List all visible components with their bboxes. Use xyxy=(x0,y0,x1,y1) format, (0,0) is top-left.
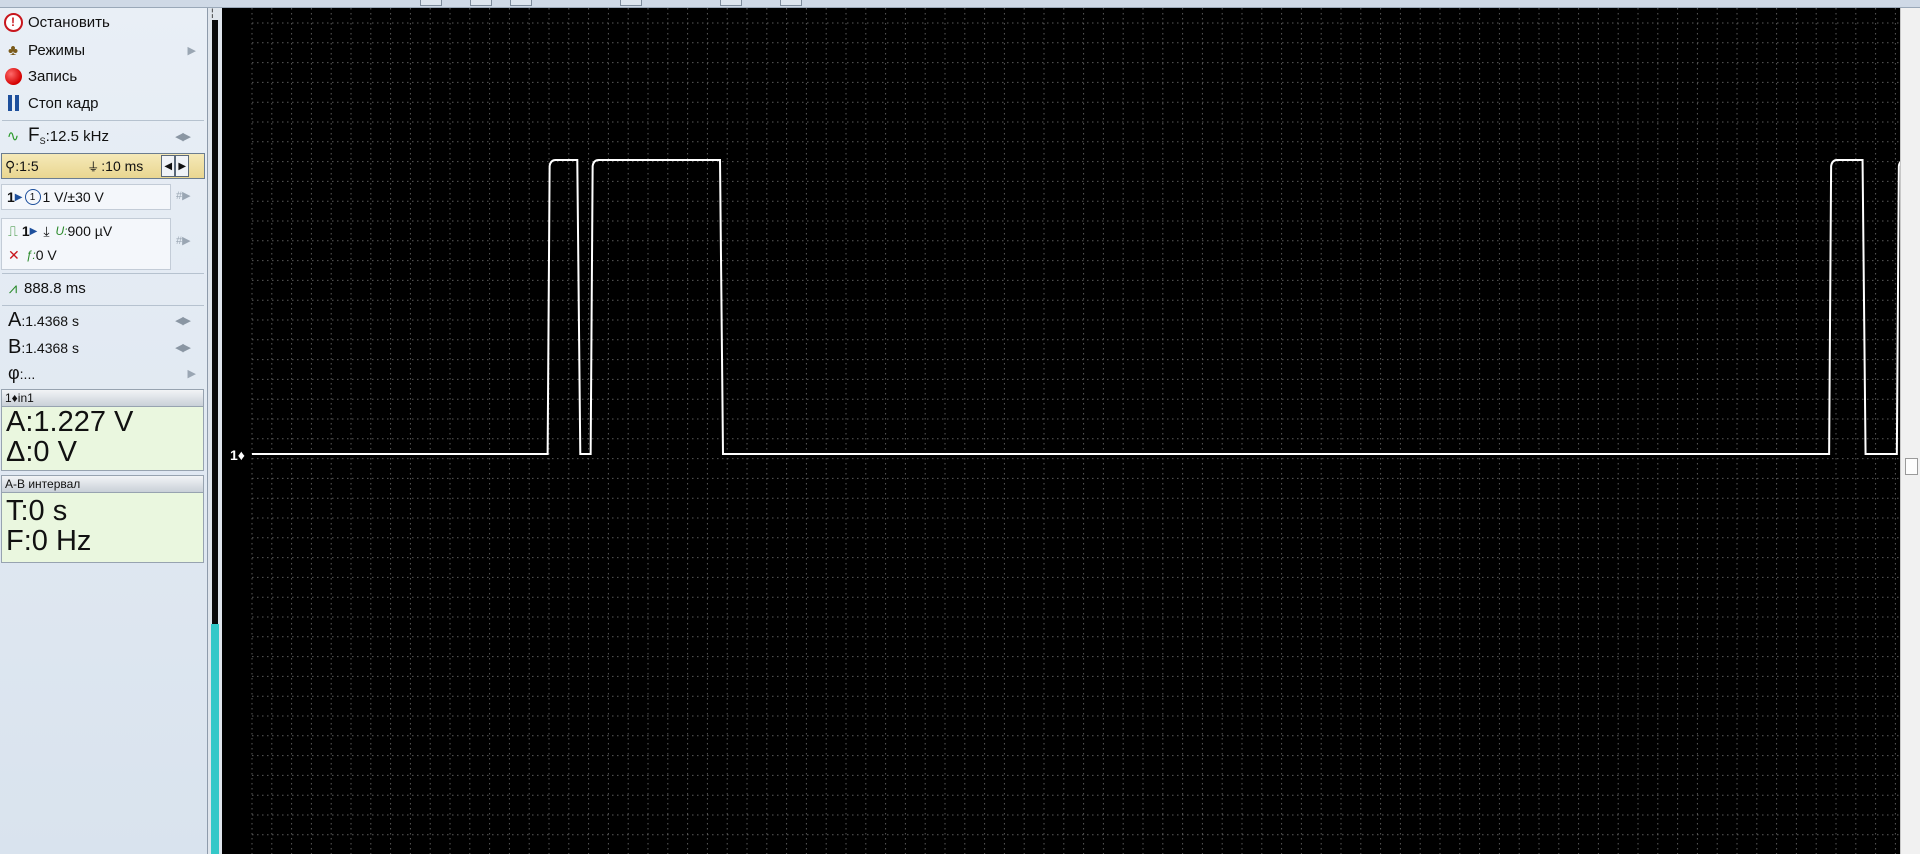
spin-arrows-icon[interactable]: ◀▶ xyxy=(175,130,191,143)
interval-t-value: T:0 s xyxy=(6,495,68,527)
zoom-timebase-control[interactable]: ⚲ :1:5 ⏚ :10 ms ◀ ▶ xyxy=(1,153,205,179)
channel-number: 1 xyxy=(7,189,15,205)
trigger-mode-icon: ✕ xyxy=(8,246,20,263)
trigger-settings[interactable]: ⎍ 1 ▶ ⤓ U: 900 µV ✕ ƒ: 0 V xyxy=(1,218,171,270)
measure-panel: A:1.227 V Δ:0 V xyxy=(1,407,204,471)
top-toolbar-strip xyxy=(0,0,1920,8)
scroller-marker: ¦ xyxy=(211,8,214,19)
trigger-spin-icon[interactable]: #▶ xyxy=(176,235,191,247)
period-icon: ⩘ xyxy=(8,279,18,297)
divider xyxy=(2,273,204,274)
side-scroller[interactable]: ¦ xyxy=(208,8,222,854)
trigger-level: 900 µV xyxy=(67,223,113,239)
modes-label: Режимы xyxy=(28,41,86,59)
zoom-ratio: :1:5 xyxy=(15,158,39,174)
trigger-slope-icon: ⤓ xyxy=(43,222,50,239)
record-icon xyxy=(4,67,22,85)
channel-arrow-icon: ▶ xyxy=(14,191,23,203)
right-scrollbar[interactable] xyxy=(1900,8,1920,854)
spin-arrows-icon[interactable]: ◀▶ xyxy=(175,315,191,327)
freeze-label: Стоп кадр xyxy=(28,94,99,112)
submenu-arrow-icon: ▶ xyxy=(187,44,196,57)
trigger-channel: 1 xyxy=(21,223,30,239)
trigger-offset: 0 V xyxy=(35,247,57,263)
divider xyxy=(2,120,204,121)
signal-trace xyxy=(252,159,1900,455)
modes-icon: ♣ xyxy=(8,41,18,59)
toolbar-button[interactable] xyxy=(720,0,742,6)
divider xyxy=(2,305,204,306)
scrollbar-thumb[interactable] xyxy=(1905,458,1918,475)
period-value: 888.8 ms xyxy=(24,279,86,297)
cursor-a-control[interactable]: A :1.4368 s ◀▶ xyxy=(2,309,204,332)
toolbar-button[interactable] xyxy=(420,0,442,6)
zoom-icon: ⚲ xyxy=(5,157,16,174)
cursor-a-value: :1.4368 s xyxy=(21,312,79,329)
stop-button[interactable]: ! Остановить xyxy=(2,12,204,32)
toolbar-button[interactable] xyxy=(780,0,802,6)
phase-label: φ xyxy=(8,363,20,383)
toolbar-button[interactable] xyxy=(470,0,492,6)
sampling-sub: S xyxy=(39,136,46,146)
toolbar-button[interactable] xyxy=(620,0,642,6)
trigger-edge-icon: ⎍ xyxy=(8,222,18,239)
channel-spin-icon[interactable]: #▶ xyxy=(176,190,191,202)
channel-settings[interactable]: 1 ▶ 1 1 V/±30 V xyxy=(1,184,171,210)
period-readout[interactable]: ⩘ 888.8 ms xyxy=(2,278,204,298)
cursor-b-label: B xyxy=(8,336,22,358)
cursor-b-control[interactable]: B :1.4368 s ◀▶ xyxy=(2,336,204,359)
spin-arrows-icon[interactable]: ◀▶ xyxy=(175,342,191,354)
scroller-track xyxy=(212,20,218,624)
channel-circle-icon: 1 xyxy=(24,189,41,205)
submenu-arrow-icon: ▶ xyxy=(187,368,196,380)
measure-delta-value: Δ:0 V xyxy=(6,436,77,468)
grid xyxy=(251,8,1900,854)
phase-control[interactable]: φ :... ▶ xyxy=(2,363,204,384)
measure-a-value: A:1.227 V xyxy=(6,406,134,438)
stop-icon: ! xyxy=(3,12,23,32)
sampling-value: :12.5 kHz xyxy=(45,127,109,145)
freeze-frame-button[interactable]: Стоп кадр xyxy=(2,93,204,113)
modes-menu[interactable]: ♣ Режимы ▶ xyxy=(2,40,204,60)
phase-value: :... xyxy=(19,365,36,382)
oscilloscope-display[interactable]: 1♦ xyxy=(222,8,1900,854)
timebase-value: :10 ms xyxy=(101,158,144,174)
trigger-arrow-icon: ▶ xyxy=(29,225,38,237)
channel-value: 1 V/±30 V xyxy=(42,189,104,205)
stop-label: Остановить xyxy=(28,13,110,31)
pause-icon xyxy=(7,95,19,111)
timebase-right-button[interactable]: ▶ xyxy=(175,155,190,177)
timebase-icon: ⏚ xyxy=(87,159,100,174)
trigger-offset-icon: ƒ: xyxy=(25,248,36,262)
interval-f-value: F:0 Hz xyxy=(6,525,92,557)
sine-wave-icon: ∿ xyxy=(6,128,20,145)
record-button[interactable]: Запись xyxy=(2,66,204,86)
waveform-canvas[interactable]: 1♦ xyxy=(222,8,1900,854)
sampling-label: F xyxy=(28,125,40,146)
scroller-fill[interactable] xyxy=(211,624,219,854)
trigger-level-icon: U: xyxy=(55,224,68,238)
interval-panel: T:0 s F:0 Hz xyxy=(1,493,204,563)
record-label: Запись xyxy=(28,67,78,85)
toolbar-button[interactable] xyxy=(510,0,532,6)
interval-panel-title: A-B интервал xyxy=(1,475,204,493)
control-panel: ! Остановить ♣ Режимы ▶ Запись Стоп кадр… xyxy=(0,8,208,854)
timebase-left-button[interactable]: ◀ xyxy=(161,155,176,177)
measure-panel-title: 1♦in1 xyxy=(1,389,204,407)
cursor-a-label: A xyxy=(8,309,22,331)
channel-marker[interactable]: 1♦ xyxy=(230,447,245,463)
cursor-b-value: :1.4368 s xyxy=(21,339,79,356)
